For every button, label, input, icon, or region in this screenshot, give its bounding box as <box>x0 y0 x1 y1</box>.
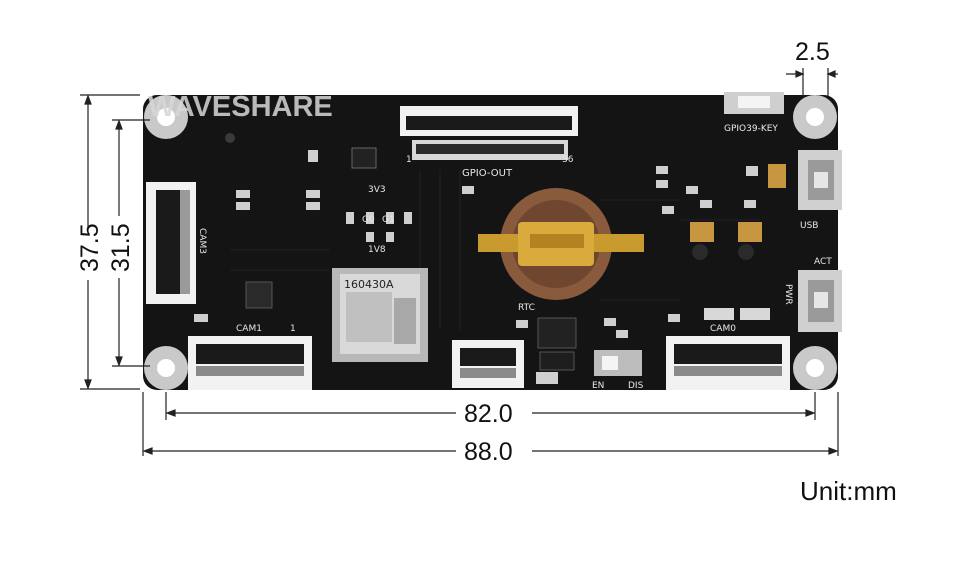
cam3-connector <box>146 182 196 304</box>
pwr-label: PWR <box>783 284 793 305</box>
small-components-left <box>194 150 320 322</box>
dis-label: DIS <box>628 381 644 391</box>
en-label: EN <box>592 381 604 391</box>
small-fpc-connector <box>452 340 524 388</box>
gpio-pin-last-label: 36 <box>562 155 574 165</box>
cam3-label: CAM3 <box>197 228 207 254</box>
sd-code-label: 160430A <box>344 278 394 291</box>
v18-label: 1V8 <box>368 245 386 255</box>
brand-watermark: WAVESHARE <box>148 91 333 123</box>
cam0-connector <box>666 336 790 390</box>
unit-label: Unit:mm <box>800 476 897 506</box>
rtc-battery-holder <box>478 188 644 300</box>
mount-hole-bottom-left <box>144 346 188 390</box>
voltage-pads <box>346 212 412 242</box>
usb-chip <box>768 164 786 188</box>
v33-label: 3V3 <box>368 185 386 195</box>
dim-board-width: 88.0 <box>464 438 513 466</box>
usb-label: USB <box>800 221 818 231</box>
cam1-pin-label: 1 <box>290 324 296 334</box>
usb-port <box>798 150 842 210</box>
dimension-lines <box>80 68 839 456</box>
small-pad <box>536 372 558 384</box>
mount-hole-top-left <box>144 95 188 139</box>
small-components-right <box>462 166 758 338</box>
dim-board-height: 37.5 <box>76 223 104 272</box>
dim-hole-offset: 2.5 <box>795 38 830 66</box>
gpio-out-label: GPIO-OUT <box>462 168 513 179</box>
mount-hole-bottom-right <box>793 346 837 390</box>
en-dis-switch <box>594 350 642 376</box>
gpio-key-label: GPIO39-KEY <box>724 124 778 134</box>
cam0-label: CAM0 <box>710 324 736 334</box>
gpio-out-connector <box>400 106 578 160</box>
gpio-key-button <box>724 92 784 114</box>
qfn-chip <box>245 281 273 309</box>
rtc-chip <box>537 317 577 371</box>
act-label: ACT <box>814 257 832 267</box>
g0-label: G0 <box>362 215 375 225</box>
regulator-chip <box>351 147 377 169</box>
cam1-label: CAM1 <box>236 324 262 334</box>
rtc-label: RTC <box>518 303 535 313</box>
dim-hole-spacing-horizontal: 82.0 <box>464 400 513 428</box>
mount-hole-top-right <box>793 95 837 139</box>
g1-label: G1 <box>382 215 395 225</box>
gpio-pin-first-label: 1 <box>406 155 412 165</box>
capacitors-right <box>690 222 770 320</box>
pwr-port <box>798 270 842 332</box>
cam1-connector <box>188 336 312 390</box>
dim-hole-spacing-vertical: 31.5 <box>107 223 135 272</box>
sd-card-slot <box>332 268 428 362</box>
